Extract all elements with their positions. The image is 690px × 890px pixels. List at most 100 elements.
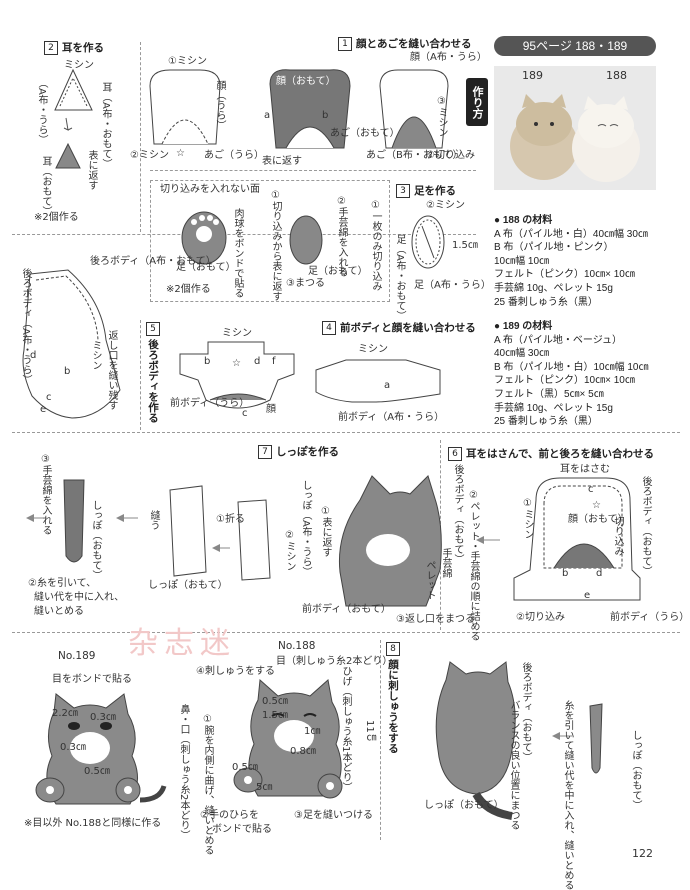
- front-c-marker: c: [242, 408, 248, 419]
- assembly-b-marker: b: [562, 568, 569, 579]
- tail-oru-label: ①折る: [216, 514, 245, 525]
- back-a-omote-label: 後ろボディ（A布・おもて）: [90, 256, 216, 267]
- front-b-marker: b: [204, 356, 211, 367]
- cat-189-dim2: 0.3㎝: [90, 712, 116, 723]
- photo-label-188: 188: [606, 69, 627, 82]
- divider: [380, 640, 381, 840]
- cat-188-hige-label: ひげ（刺しゅう糸1本どり）: [340, 666, 351, 793]
- step-6-heading: 6 耳をはさんで、前と後ろを縫い合わせる: [448, 446, 654, 461]
- chin-ura-label: あご（うら）: [204, 150, 264, 161]
- step-title: 足を作る: [414, 185, 456, 197]
- chin-b-omote-label: あご（B布・おもて）: [366, 150, 463, 161]
- front-star: ☆: [232, 358, 241, 369]
- cat-188-hand-label-1: ②手のひらを: [200, 810, 259, 821]
- face-a-marker: a: [264, 110, 271, 121]
- face-chin-diagram: [149, 69, 449, 149]
- tail-attach-ito-label: 糸を引いて縫い代を中に入れ、縫いとめる: [562, 700, 573, 890]
- assembly-front-omote-label: 前ボディ（おもて）: [302, 604, 391, 615]
- face-ura-label: 顔（うら）: [214, 80, 225, 130]
- cat-188-hana-label: 鼻・口（刺しゅう糸2本どり）: [178, 704, 189, 841]
- step-number: 6: [448, 446, 462, 461]
- assembly-kirikomi2-label: ②切り込み: [516, 612, 565, 623]
- tail-a-ura-label: しっぽ（A布・うら）: [300, 480, 311, 577]
- assembly-e-marker: e: [584, 590, 591, 601]
- page-reference-badge: 95ページ 188・189: [494, 36, 656, 56]
- feet-diagram: [181, 211, 445, 269]
- tail-shugeiwata-label: ③手芸綿を入れる: [40, 454, 51, 535]
- assembly-front-ura-label: 前ボディ（うら）: [610, 612, 690, 623]
- foot-nikukyu-label: 肉球をボンドで貼る: [232, 208, 243, 298]
- face-a-ura-label: 顔（A布・うら）: [410, 52, 487, 63]
- cat-188-dim1: 0.5㎝: [262, 696, 288, 707]
- cat-189-dim1: 2.2㎝: [52, 708, 78, 719]
- cat-188-title: No.188: [278, 640, 316, 652]
- foot-a-ura-label: 足（A布・うら）: [414, 280, 491, 291]
- divider: [12, 632, 680, 633]
- assembly-c-marker: c: [588, 484, 594, 495]
- ear-omote-kaesu-label: 表に返す: [86, 150, 97, 190]
- divider: [140, 320, 141, 430]
- tail-attach-shippo-label: しっぽ（おもて）: [630, 730, 641, 810]
- back-kaeshiguchi-label: 返し口を縫い残す: [106, 330, 117, 410]
- step-4-heading: 4 前ボディと顔を縫い合わせる: [322, 320, 476, 335]
- foot-detail-box: [150, 180, 390, 302]
- back-b-marker: b: [64, 366, 71, 377]
- cats-photo-illustration: [510, 94, 640, 182]
- step-title: 耳をはさんで、前と後ろを縫い合わせる: [466, 448, 655, 460]
- ear-omote-label: 耳（おもて）: [40, 156, 51, 216]
- tail-attach-balance-label: バランスの良い位置にまつる: [508, 700, 519, 830]
- step-title: 後ろボディを作る: [147, 339, 159, 423]
- watermark: 杂志迷: [128, 626, 236, 661]
- assembly-mimi-hasamu-label: 耳をはさむ: [560, 464, 610, 475]
- foot-matsuru-label: ③まつる: [286, 278, 325, 289]
- materials-189-line: B 布（パイル地・白）10㎝幅 10㎝: [494, 361, 649, 373]
- assembly-face-omote-label: 顔（おもて）: [568, 514, 628, 525]
- assembly-back-omote2-label: 後ろボディ（おもて）: [640, 476, 651, 576]
- cat-188-dim5: 0.8㎝: [290, 746, 316, 757]
- cat-188-dim3: 0.5㎝: [232, 762, 258, 773]
- foot-omote-label: 足（おもて）: [176, 262, 236, 273]
- tail-attach-shippo2-label: しっぽ（おもて）: [424, 800, 504, 811]
- step-number: 1: [338, 36, 352, 51]
- face-mishin1-label: ①ミシン: [168, 56, 207, 67]
- cat-188-dim6: 1㎝: [304, 726, 321, 737]
- cat-188-dim4: 5㎝: [256, 782, 273, 793]
- front-mishin-label: ミシン: [222, 328, 252, 339]
- face-b-marker: b: [322, 110, 329, 121]
- ear-a-omote-label: 耳（A布・おもて）: [100, 82, 111, 169]
- divider: [140, 42, 141, 232]
- materials-188-line: A 布（パイル地・白）40㎝幅 30㎝: [494, 228, 648, 240]
- assembly-back-omote-label: 後ろボディ（おもて）: [452, 464, 463, 564]
- step-number: 7: [258, 444, 272, 459]
- assembly-star: ☆: [592, 500, 601, 511]
- assembly-mishin-label: ①ミシン: [522, 498, 533, 539]
- materials-188-line: B 布（パイル地・ピンク）: [494, 242, 614, 254]
- divider: [12, 234, 476, 235]
- instructions-tab: 作り方: [466, 78, 488, 126]
- step-title: 前ボディと顔を縫い合わせる: [340, 322, 476, 334]
- tail-attach-diagram: [435, 661, 603, 820]
- cat-188-ude-label: ①腕を内側に曲げ、縫いとめる: [202, 714, 213, 855]
- foot-a-omote-label: 足（A布・おもて）: [394, 234, 405, 321]
- back-a-ura-label: 後ろボディ（A布・うら）: [20, 268, 31, 385]
- front-a-ura-label: 前ボディ（A布・うら）: [338, 412, 445, 423]
- front-kao-label: 顔: [266, 404, 276, 415]
- front-mishin2-label: ミシン: [358, 344, 388, 355]
- cat-188-shishu-label: ④刺しゅうをする: [196, 666, 275, 677]
- assembly-shugeiwata-label: 手芸綿: [440, 548, 451, 578]
- step-3-heading: 3 足を作る: [396, 183, 456, 198]
- foot-cut-turn-label: ①切り込みから表に返す: [270, 190, 281, 301]
- assembly-pellet-label: ②ペレット・手芸綿の順に詰める: [468, 490, 479, 641]
- foot-note: ※2個作る: [166, 284, 211, 295]
- tail-mishin-label: ②ミシン: [284, 530, 295, 571]
- materials-188-line: 25 番刺しゅう糸（黒）: [494, 296, 598, 308]
- assembly-kaeshiguchi-label: ③返し口をまつる: [396, 614, 475, 625]
- back-body-diagram: [22, 269, 121, 419]
- step-number: 5: [146, 322, 160, 336]
- cat-189-dim4: 0.5㎝: [84, 766, 110, 777]
- front-body-diagram: [179, 341, 441, 409]
- ear-mishin-label: ミシン: [64, 60, 94, 71]
- foot-mishin-label: ②ミシン: [426, 200, 465, 211]
- step-7-heading: 7 しっぽを作る: [258, 444, 339, 459]
- foot-one-cut-label: ①一枚のみ切り込み: [370, 200, 381, 291]
